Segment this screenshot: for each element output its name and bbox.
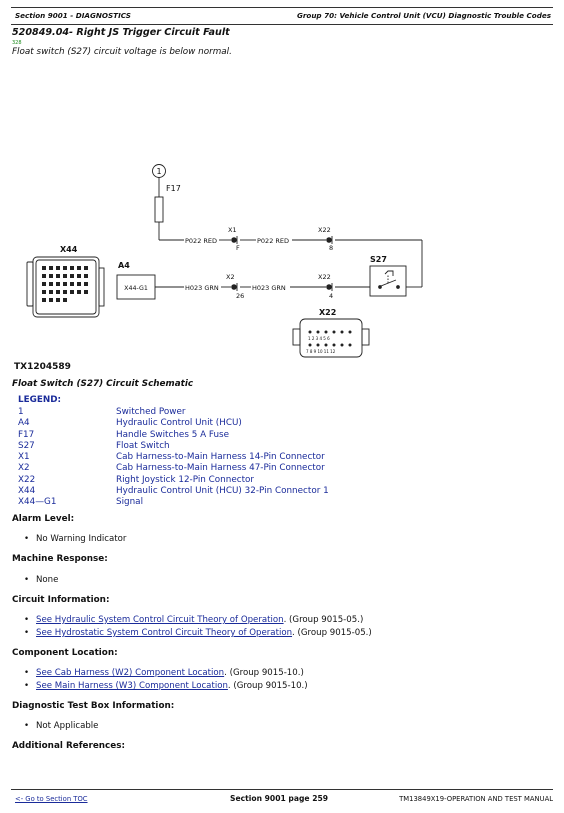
- legend-value: Cab Harness-to-Main Harness 47-Pin Conne…: [116, 463, 325, 474]
- x1-pin-label: F: [236, 244, 240, 252]
- legend-row: 1 Switched Power: [18, 407, 418, 418]
- legend-row: X22 Right Joystick 12-Pin Connector: [18, 475, 418, 486]
- circuit-heading: Circuit Information:: [12, 595, 110, 605]
- legend-row: S27 Float Switch: [18, 441, 418, 452]
- x2-pin-label: 26: [236, 292, 244, 300]
- legend-value: Signal: [116, 497, 144, 508]
- hydrostatic-theory-link[interactable]: See Hydrostatic System Control Circuit T…: [36, 628, 293, 638]
- legend-key: 1: [18, 407, 24, 417]
- float-switch-icon: [369, 265, 407, 297]
- x44-g1-label: X44-G1: [124, 285, 148, 292]
- wire-h023-b: H023 GRN: [252, 284, 286, 292]
- x22-label-top: X22: [318, 226, 331, 234]
- x22-connector-label: X22: [319, 308, 336, 317]
- legend-row: F17 Handle Switches 5 A Fuse: [18, 430, 418, 441]
- legend-row: A4 Hydraulic Control Unit (HCU): [18, 418, 418, 429]
- x2-pin: [231, 284, 237, 290]
- testbox-item: •Not Applicable: [24, 721, 99, 731]
- component-item: •See Main Harness (W3) Component Locatio…: [24, 681, 308, 691]
- testbox-value: Not Applicable: [36, 721, 99, 731]
- x1-pin: [231, 237, 237, 243]
- machine-item: •None: [24, 575, 59, 585]
- schematic-caption: Float Switch (S27) Circuit Schematic: [12, 379, 194, 389]
- component-item: •See Cab Harness (W2) Component Location…: [24, 668, 304, 678]
- component-heading: Component Location:: [12, 648, 118, 658]
- cab-harness-link[interactable]: See Cab Harness (W2) Component Location: [36, 668, 225, 678]
- a4-label: A4: [118, 261, 130, 270]
- x22-connector-icon: 1 2 3 4 5 6 7 8 9 10 11 12: [292, 318, 370, 358]
- legend-heading: LEGEND:: [18, 395, 62, 405]
- legend-key: A4: [18, 418, 30, 429]
- legend-value: Hydraulic Control Unit (HCU) 32-Pin Conn…: [116, 486, 329, 497]
- x1-label: X1: [228, 226, 237, 234]
- machine-value: None: [36, 575, 59, 585]
- legend-row: X44 Hydraulic Control Unit (HCU) 32-Pin C…: [18, 486, 418, 497]
- wire-p022-a: P022 RED: [185, 237, 217, 245]
- section-toc-link[interactable]: <- Go to Section TOC: [15, 795, 88, 803]
- legend-value: Hydraulic Control Unit (HCU): [116, 418, 242, 429]
- component-ref: . (Group 9015-10.): [224, 668, 304, 678]
- component-ref: . (Group 9015-10.): [227, 681, 308, 691]
- s27-label: S27: [370, 255, 387, 264]
- testbox-heading: Diagnostic Test Box Information:: [12, 701, 175, 711]
- figure-id: TX1204589: [14, 362, 71, 372]
- x2-label: X2: [226, 273, 235, 281]
- x22-pin-row-bottom: 7 8 9 10 11 12: [306, 349, 336, 354]
- legend-value: Switched Power: [116, 407, 186, 417]
- x22-pin-4: [326, 284, 332, 290]
- circuit-ref: . (Group 9015-05.): [283, 615, 364, 625]
- legend-key: X2: [18, 463, 30, 474]
- wire-h023-a: H023 GRN: [185, 284, 219, 292]
- main-harness-link[interactable]: See Main Harness (W3) Component Location: [36, 681, 228, 691]
- power-node-label: 1: [156, 167, 161, 176]
- page-footer: <- Go to Section TOC Section 9001 page 2…: [11, 789, 553, 804]
- legend-value: Handle Switches 5 A Fuse: [116, 429, 230, 440]
- x22-pin-8: [326, 237, 332, 243]
- x44-connector-icon: [26, 256, 105, 318]
- footer-page: Section 9001 page 259: [230, 794, 329, 803]
- machine-heading: Machine Response:: [12, 554, 108, 564]
- legend-key: X22: [18, 474, 36, 485]
- additional-heading: Additional References:: [12, 741, 125, 751]
- dtc-title: 520849.04- Right JS Trigger Circuit Faul…: [12, 27, 230, 38]
- legend-row: X44—G1 Signal: [18, 497, 418, 508]
- dtc-code: 328: [12, 40, 22, 46]
- legend-key: X44: [18, 486, 36, 497]
- legend-key: F17: [18, 429, 35, 440]
- footer-manual: TM13849X19-OPERATION AND TEST MANUAL: [399, 795, 553, 803]
- legend-value: Float Switch: [116, 440, 170, 451]
- page-header: Section 9001 - DIAGNOSTICS Group 70: Veh…: [11, 7, 553, 25]
- x22-pin-top: 8: [329, 244, 333, 252]
- alarm-value: No Warning Indicator: [36, 534, 127, 544]
- fuse-label: F17: [166, 184, 181, 193]
- dtc-summary: Float switch (S27) circuit voltage is be…: [12, 47, 232, 57]
- x22-pin-row-top: 1 2 3 4 5 6: [308, 336, 330, 341]
- wire-p022-b: P022 RED: [257, 237, 289, 245]
- legend-value: Cab Harness-to-Main Harness 14-Pin Conne…: [116, 452, 325, 463]
- x22-label-mid: X22: [318, 273, 331, 281]
- hydraulic-theory-link[interactable]: See Hydraulic System Control Circuit The…: [36, 615, 284, 625]
- circuit-item: •See Hydrostatic System Control Circuit …: [24, 628, 372, 638]
- legend-key: X44—G1: [18, 497, 57, 508]
- legend-value: Right Joystick 12-Pin Connector: [116, 474, 255, 485]
- legend-key: X1: [18, 452, 30, 463]
- fuse-f17: [154, 196, 164, 223]
- header-section: Section 9001 - DIAGNOSTICS: [15, 11, 131, 20]
- x44-label: X44: [60, 245, 78, 254]
- circuit-item: •See Hydraulic System Control Circuit Th…: [24, 615, 364, 625]
- x22-pin-mid: 4: [329, 292, 333, 300]
- legend-row: X1 Cab Harness-to-Main Harness 14-Pin Con…: [18, 452, 418, 463]
- circuit-ref: . (Group 9015-05.): [292, 628, 372, 638]
- legend-key: S27: [18, 440, 35, 451]
- legend-row: X2 Cab Harness-to-Main Harness 47-Pin Con…: [18, 463, 418, 474]
- circuit-schematic: 1 F17 P022 RED X1 F P022 RED X22 8 X44 A…: [14, 164, 423, 372]
- alarm-heading: Alarm Level:: [12, 514, 75, 524]
- alarm-item: •No Warning Indicator: [24, 534, 127, 544]
- header-group: Group 70: Vehicle Control Unit (VCU) Dia…: [296, 11, 551, 20]
